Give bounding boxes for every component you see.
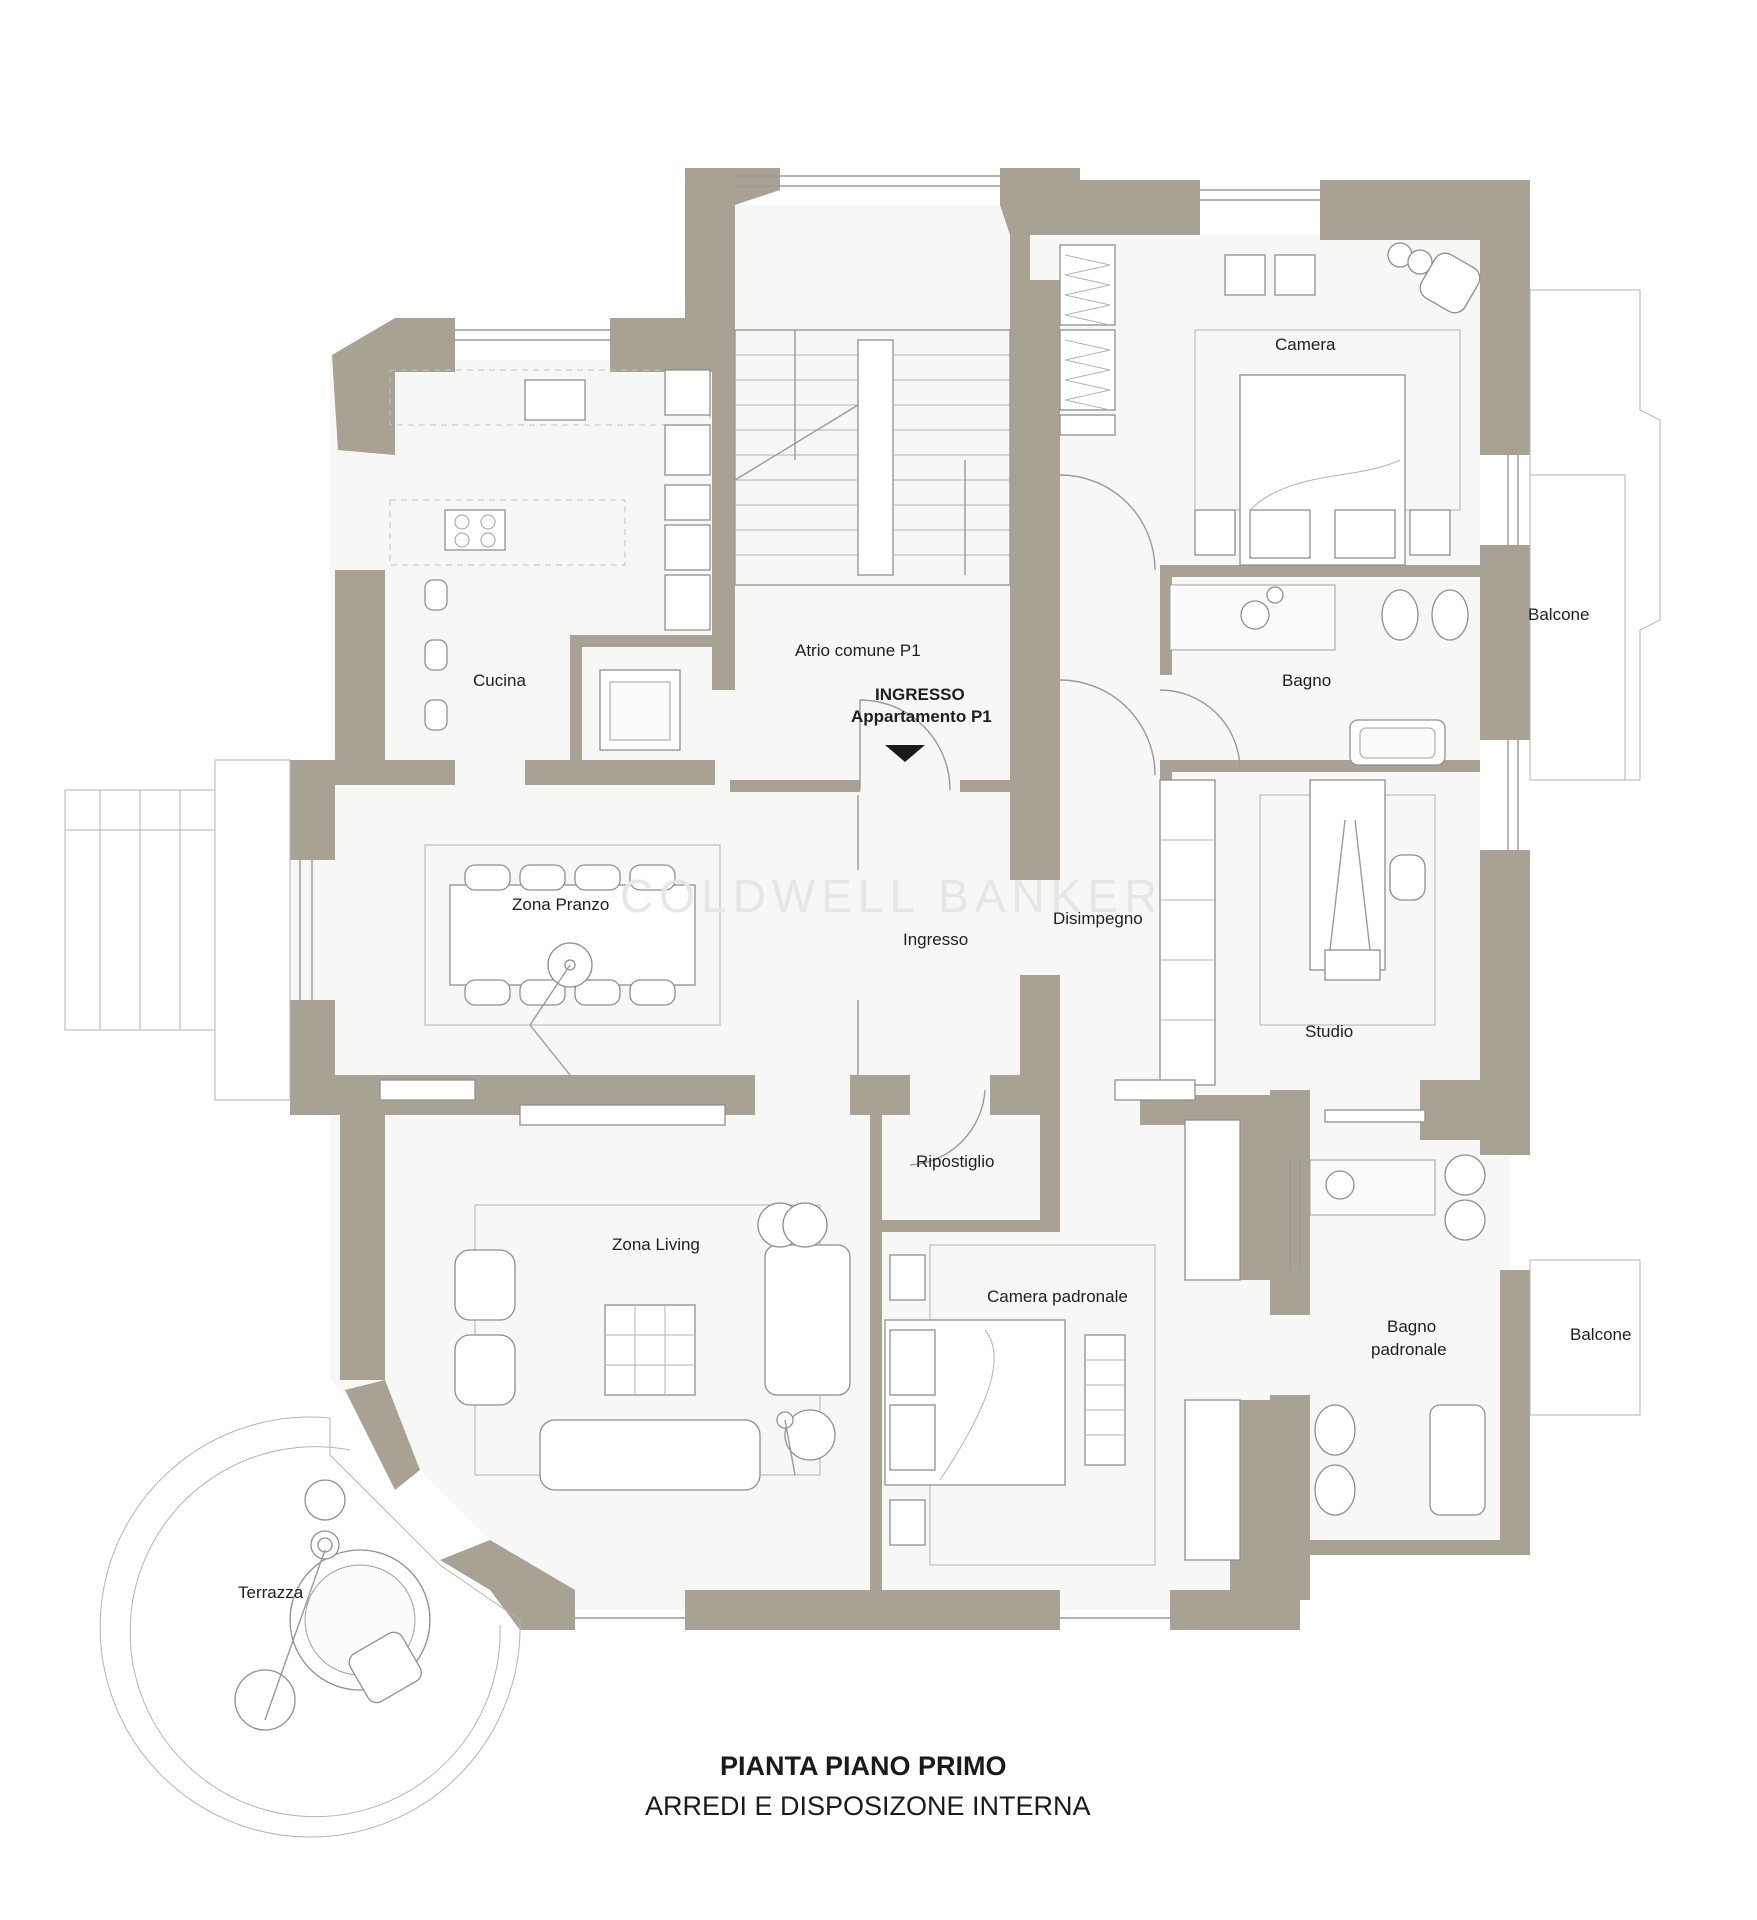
bathroom-furniture (1169, 584, 1469, 766)
studio-furniture (1159, 779, 1436, 1086)
label-zona-living: Zona Living (612, 1235, 700, 1254)
staircase (734, 329, 1011, 586)
label-balcone-bottom: Balcone (1570, 1325, 1631, 1344)
entry-arrow-icon (885, 745, 925, 762)
balconies (64, 289, 1661, 1838)
hanging-chair (234, 1479, 431, 1731)
label-studio: Studio (1305, 1022, 1353, 1041)
master-bath-furniture (1309, 1109, 1486, 1516)
windows (299, 175, 1519, 1619)
label-ingresso-apt-1: INGRESSO (875, 685, 965, 704)
living-furniture (379, 1079, 1196, 1491)
plan-title: PIANTA PIANO PRIMO (720, 1751, 1007, 1781)
label-atrio: Atrio comune P1 (795, 641, 921, 660)
label-bagno-padronale-2: padronale (1371, 1340, 1447, 1359)
label-bagno-padronale-1: Bagno (1387, 1317, 1436, 1336)
label-ingresso: Ingresso (903, 930, 968, 949)
kitchen-furniture (389, 369, 711, 751)
label-bagno: Bagno (1282, 671, 1331, 690)
exterior-steps (64, 789, 216, 1031)
label-zona-pranzo: Zona Pranzo (512, 895, 609, 914)
label-ripostiglio: Ripostiglio (916, 1152, 994, 1171)
bedroom-furniture (1059, 242, 1481, 566)
master-bedroom-furniture (884, 1119, 1241, 1566)
terrace-outline (99, 1416, 521, 1838)
label-disimpegno: Disimpegno (1053, 909, 1143, 928)
doors (857, 474, 1241, 1166)
label-terrazza: Terrazza (238, 1583, 304, 1602)
label-cucina: Cucina (473, 671, 526, 690)
label-camera-padronale: Camera padronale (987, 1287, 1128, 1306)
watermark-text: COLDWELL BANKER (620, 870, 1163, 922)
dining-furniture (424, 844, 721, 1076)
plan-subtitle: ARREDI E DISPOSIZONE INTERNA (645, 1791, 1091, 1821)
label-camera: Camera (1275, 335, 1336, 354)
label-ingresso-apt-2: Appartamento P1 (851, 707, 992, 726)
label-balcone-top: Balcone (1528, 605, 1589, 624)
